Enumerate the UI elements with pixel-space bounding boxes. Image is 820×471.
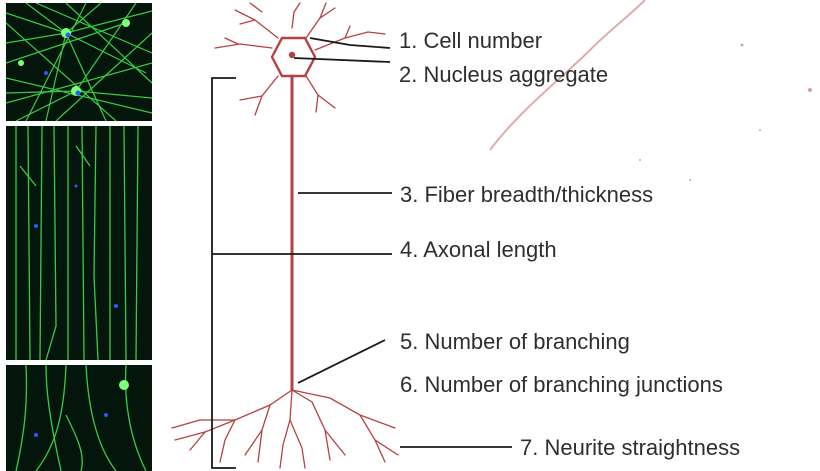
background-specks bbox=[639, 44, 812, 182]
label-fiber-breadth: 3. Fiber breadth/thickness bbox=[400, 184, 653, 206]
label-branching-junctions: 6. Number of branching junctions bbox=[400, 374, 723, 396]
label-cell-number: 1. Cell number bbox=[399, 30, 542, 52]
label-neurite-straightness: 7. Neurite straightness bbox=[520, 437, 740, 459]
leader-branching bbox=[298, 340, 385, 383]
label-nucleus-aggregate: 2. Nucleus aggregate bbox=[399, 64, 608, 86]
bracket-axonal-length bbox=[212, 78, 236, 468]
leader-nucleus-aggregate bbox=[294, 58, 390, 62]
label-axonal-length: 4. Axonal length bbox=[400, 239, 557, 261]
axon-terminal-branches bbox=[172, 390, 398, 468]
label-number-of-branching: 5. Number of branching bbox=[400, 331, 630, 353]
